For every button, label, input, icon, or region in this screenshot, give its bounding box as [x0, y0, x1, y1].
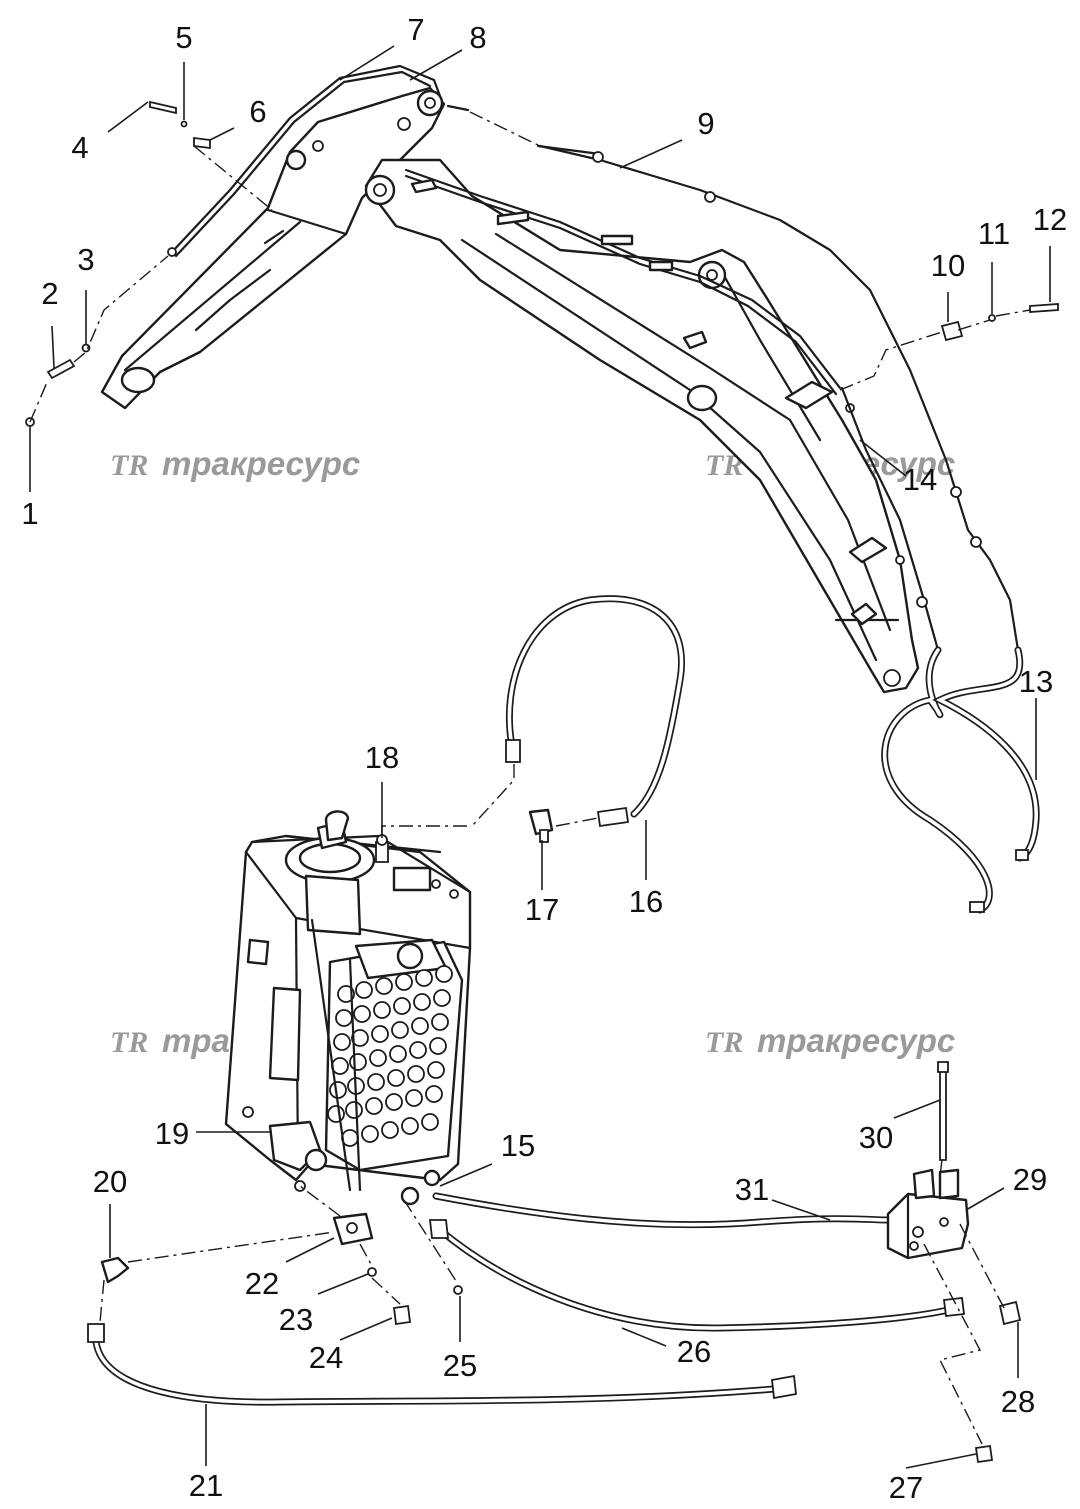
callout-18: 18	[365, 740, 399, 775]
excavator-arm	[100, 86, 446, 410]
callout-27: 27	[889, 1470, 923, 1505]
callout-5: 5	[175, 20, 192, 55]
lower-hoses	[87, 1192, 966, 1406]
watermark-bottom-right: TR тракресурс	[705, 1022, 955, 1059]
callout-10: 10	[931, 248, 965, 283]
callout-30: 30	[859, 1120, 893, 1155]
watermark-top-left: TR тракресурс	[110, 445, 360, 482]
callout-31: 31	[735, 1172, 769, 1207]
watermark-logo: TR	[705, 1026, 743, 1059]
callouts: 1 2 3 4 5 6 7 8 9 10 11 12 13 14 15 16 1…	[21, 12, 1067, 1505]
callout-26: 26	[677, 1334, 711, 1369]
callout-8: 8	[469, 20, 486, 55]
callout-7: 7	[407, 12, 424, 47]
fittings-lower-left	[99, 1185, 463, 1326]
callout-3: 3	[77, 242, 94, 277]
callout-9: 9	[697, 106, 714, 141]
callout-19: 19	[155, 1116, 189, 1151]
callout-17: 17	[525, 892, 559, 927]
callout-15: 15	[501, 1128, 535, 1163]
arm-pipe-line	[167, 64, 470, 332]
watermark-logo: TR	[110, 1026, 148, 1059]
callout-28: 28	[1001, 1384, 1035, 1419]
auxiliary-valve-block	[886, 1061, 1022, 1464]
callout-20: 20	[93, 1164, 127, 1199]
callout-13: 13	[1019, 664, 1053, 699]
return-hose-assembly	[375, 595, 685, 863]
excavator-boom	[364, 158, 920, 694]
callout-1: 1	[21, 496, 38, 531]
callout-4: 4	[71, 130, 88, 165]
callout-12: 12	[1033, 202, 1067, 237]
arm-small-fittings	[25, 100, 1059, 427]
callout-23: 23	[279, 1302, 313, 1337]
watermark-text: тракресурс	[757, 1022, 955, 1059]
callout-29: 29	[1013, 1162, 1047, 1197]
watermark-text: тракресурс	[162, 445, 360, 482]
boom-pipe-lines	[404, 144, 1020, 652]
leader-lines	[29, 45, 1051, 1469]
callout-25: 25	[443, 1348, 477, 1383]
callout-11: 11	[978, 216, 1010, 251]
valve-spools	[327, 965, 453, 1147]
callout-14: 14	[903, 462, 937, 497]
callout-21: 21	[189, 1468, 223, 1503]
callout-22: 22	[245, 1266, 279, 1301]
callout-6: 6	[249, 94, 266, 129]
upper-hoses	[881, 646, 1040, 914]
callout-2: 2	[41, 276, 58, 311]
callout-24: 24	[309, 1340, 343, 1375]
control-valve-bank	[310, 918, 464, 1192]
callout-16: 16	[629, 884, 663, 919]
watermark-logo: TR	[110, 449, 148, 482]
